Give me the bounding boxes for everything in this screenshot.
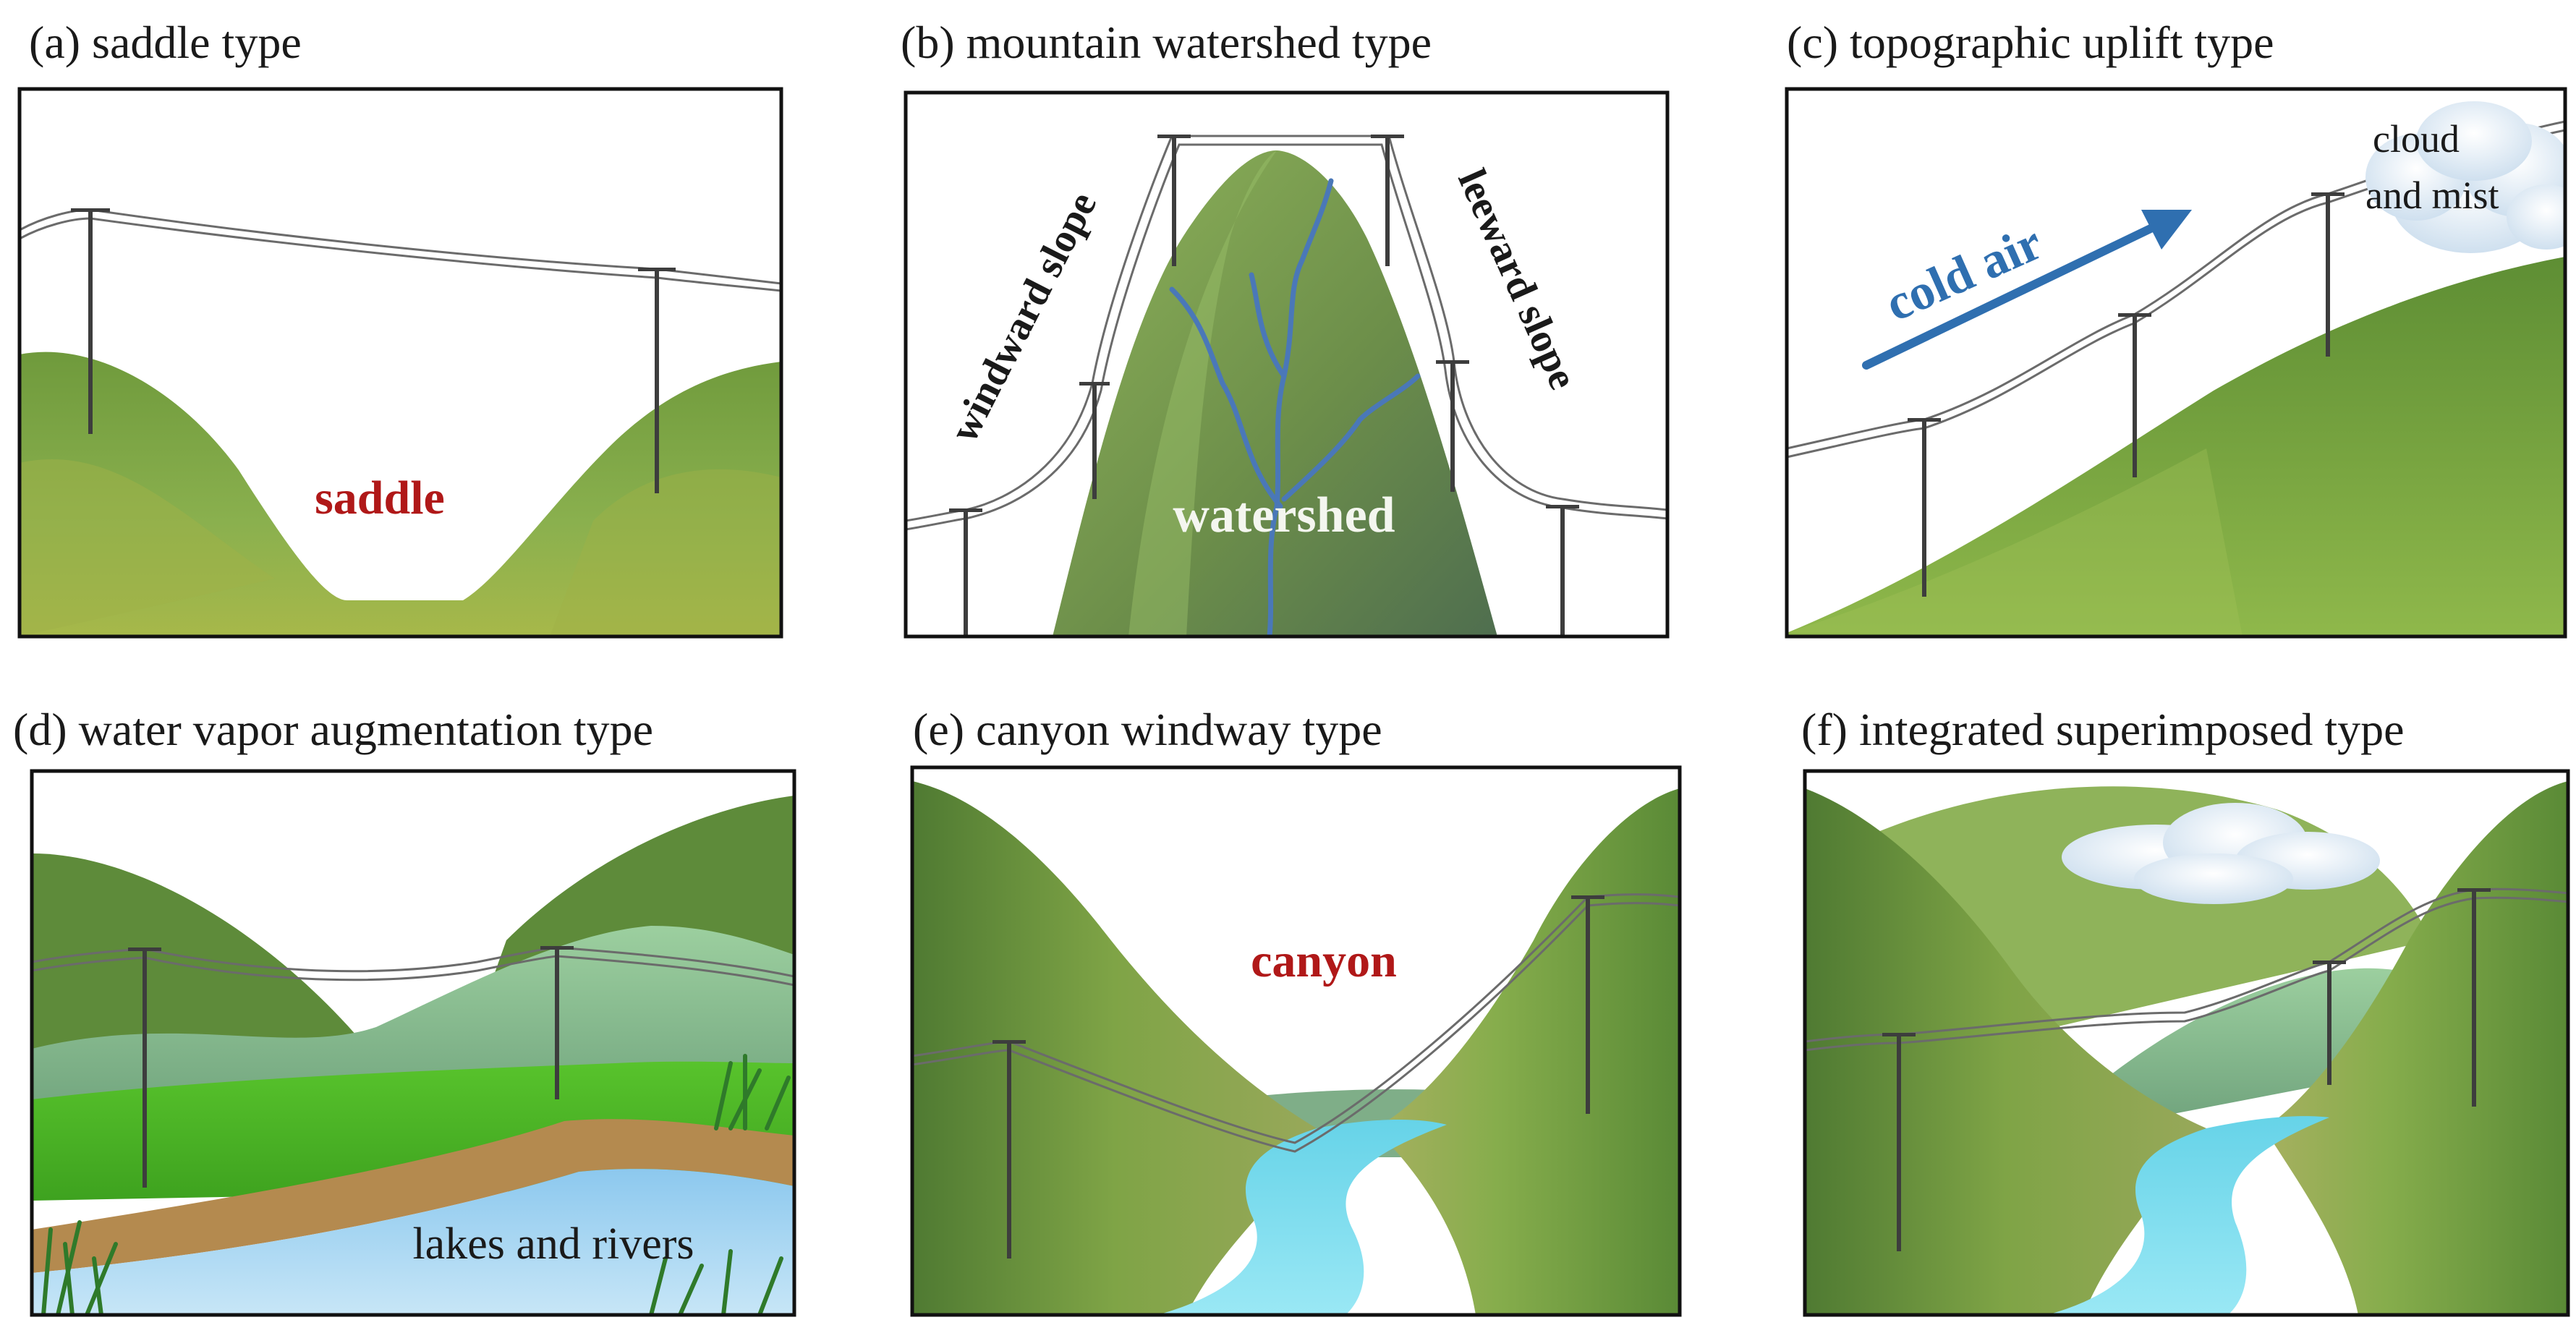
panel-b-caption: (b) mountain watershed type [901, 17, 1432, 68]
towers [1882, 888, 2491, 1251]
lakes-rivers-label: lakes and rivers [412, 1219, 694, 1269]
panel-c-caption: (c) topographic uplift type [1787, 17, 2274, 68]
river [1157, 1120, 1447, 1315]
river [2047, 1116, 2329, 1315]
towers [949, 135, 1579, 636]
panel-e: (e) canyon windway type canyon [910, 704, 1682, 1317]
towers [128, 946, 574, 1188]
mountain-peak [1053, 150, 1497, 636]
canyon-wall-right [2264, 781, 2568, 1315]
panel-d: (d) water vapor augmentation type [13, 704, 796, 1317]
tower-left [71, 208, 110, 434]
grass-tufts [41, 1054, 791, 1315]
cloud-icon [2062, 803, 2380, 904]
canyon-wall-left [912, 781, 1317, 1315]
panel-d-caption: (d) water vapor augmentation type [13, 704, 653, 755]
panel-a-caption: (a) saddle type [29, 17, 302, 68]
watershed-streams [1169, 178, 1421, 636]
cloud-label-line2: and mist [2365, 174, 2499, 217]
panel-c: (c) topographic uplift type [1785, 17, 2567, 639]
riverbank [32, 1119, 794, 1273]
cold-air-arrow [1862, 210, 2192, 370]
canyon-wall-left [1805, 788, 2206, 1315]
towers [1908, 192, 2345, 597]
cloud-icon [2365, 101, 2565, 253]
panel-a: (a) saddle type saddle [17, 17, 783, 639]
lake [32, 1169, 794, 1315]
tower-right [638, 268, 676, 493]
panel-f-caption: (f) integrated superimposed type [1801, 704, 2405, 755]
watershed-label: watershed [1173, 487, 1395, 543]
panel-e-caption: (e) canyon windway type [913, 704, 1382, 755]
saddle-label: saddle [315, 472, 445, 524]
towers [992, 895, 1604, 1259]
panel-b: (b) mountain watershed type [901, 17, 1670, 639]
canyon-wall-right [1374, 788, 1680, 1315]
panel-f: (f) integrated superimposed type [1801, 704, 2570, 1317]
canyon-label: canyon [1251, 934, 1397, 987]
uplift-slope [1787, 257, 2565, 636]
cloud-label-line1: cloud [2373, 117, 2460, 161]
